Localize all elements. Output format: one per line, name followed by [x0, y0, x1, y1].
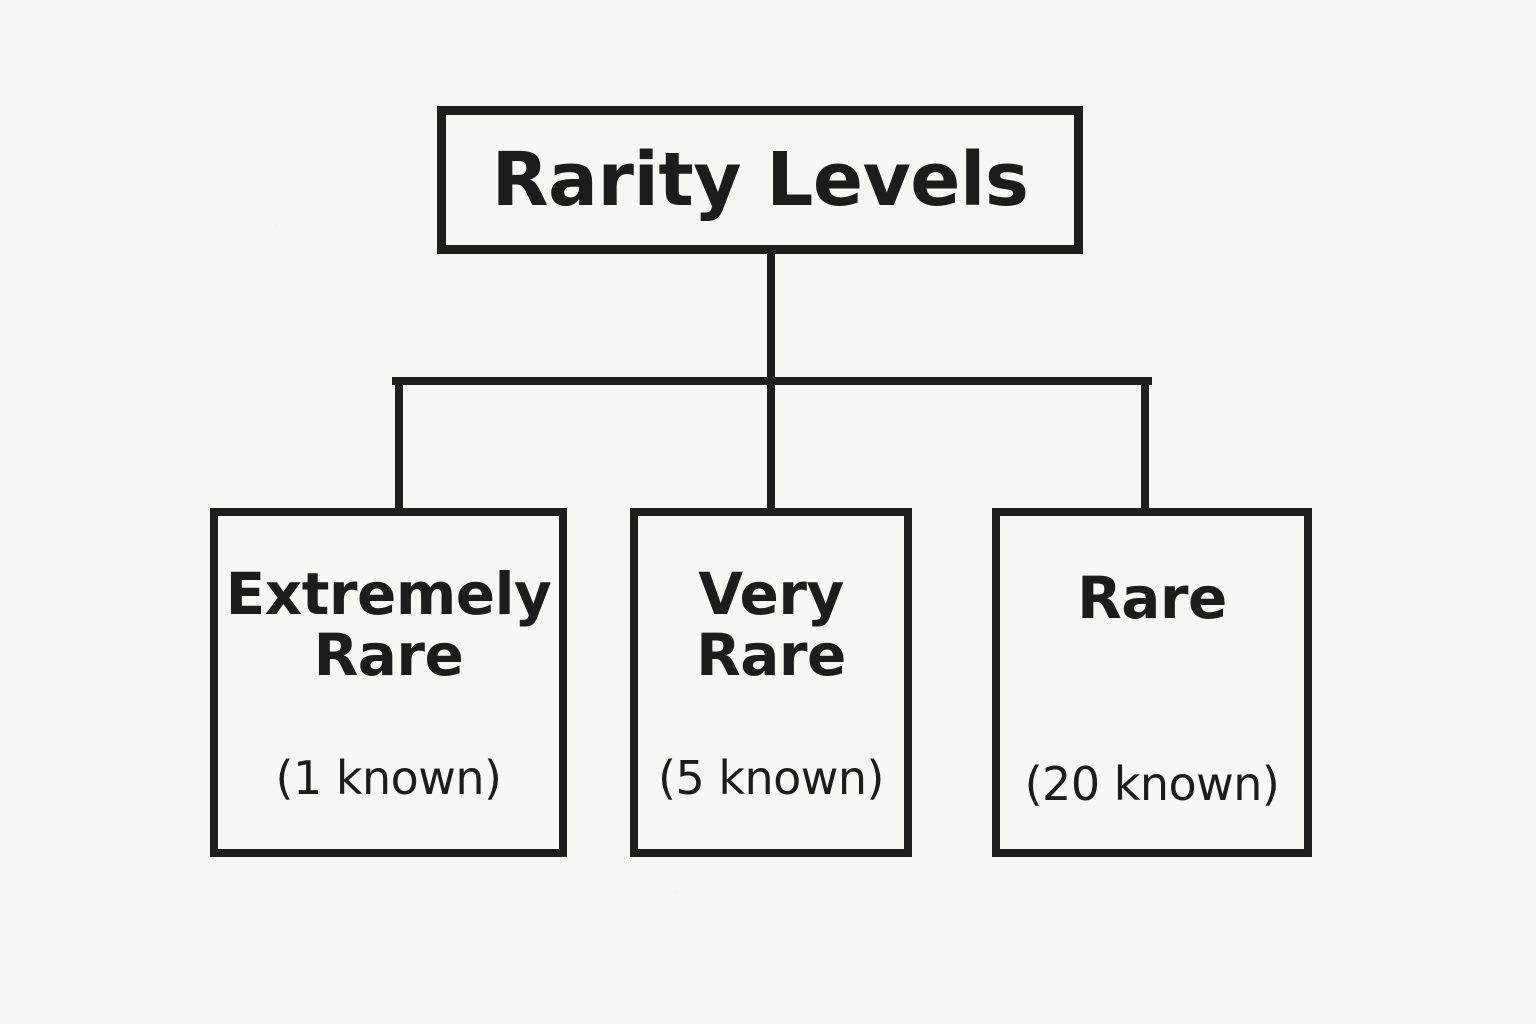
node-extremely-rare-label: Extremely Rare [225, 560, 552, 690]
node-very-rare-count: (5 known) [658, 750, 885, 805]
node-very-rare[interactable]: Very Rare (5 known) [630, 508, 912, 857]
node-very-rare-label: Very Rare [696, 560, 846, 690]
node-root-rarity-levels[interactable]: Rarity Levels [437, 106, 1083, 254]
node-extremely-rare-count: (1 known) [275, 750, 503, 805]
node-rare[interactable]: Rare (20 known) [992, 508, 1312, 857]
node-rare-count: (20 known) [1024, 757, 1280, 812]
node-root-label: Rarity Levels [491, 137, 1029, 223]
node-rare-label: Rare [1077, 564, 1227, 632]
node-extremely-rare[interactable]: Extremely Rare (1 known) [210, 508, 567, 857]
